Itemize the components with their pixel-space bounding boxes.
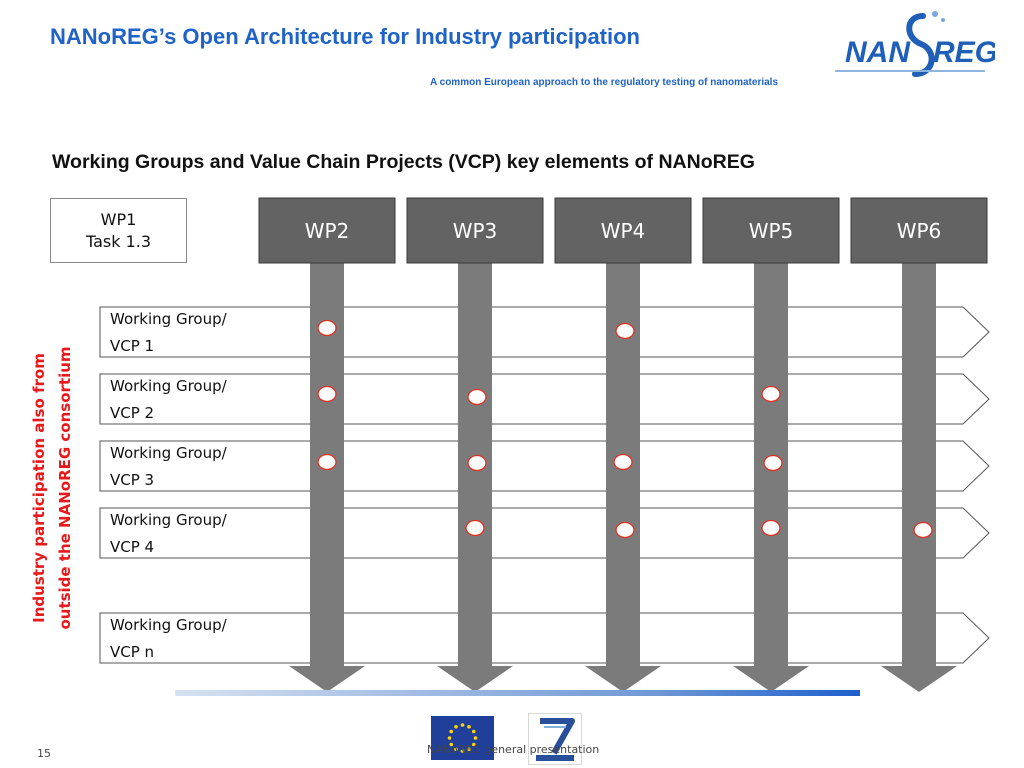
eu-star-icon: [467, 724, 471, 729]
participation-marker-vcp-2-wp2: [317, 385, 337, 403]
wp-box-wp2: [258, 197, 396, 264]
participation-marker-vcp-3-wp2: [317, 453, 337, 471]
working-group-label-2: Working Group/VCP 2: [110, 373, 227, 427]
wp1-label: WP1: [100, 209, 137, 229]
wp-box-wp6: [850, 197, 988, 264]
logo-underline: [835, 70, 985, 72]
eu-star-icon: [454, 724, 458, 729]
eu-flag-icon: [431, 716, 494, 760]
working-group-label-4: Working Group/VCP 4: [110, 507, 227, 561]
working-group-vcp-name: VCP 3: [110, 471, 155, 489]
working-group-title: Working Group/: [110, 444, 227, 462]
working-group-title: Working Group/: [110, 616, 227, 634]
page-subtitle: A common European approach to the regula…: [430, 77, 779, 88]
wp-arrow-wp3: [437, 262, 513, 692]
wp1-box: WP1 Task 1.3: [50, 198, 187, 263]
wp-box-wp3: [406, 197, 544, 264]
footer-presentation-label: NANoREG general presentation: [427, 743, 600, 756]
fp7-logo-icon: [528, 713, 582, 765]
working-group-label-1: Working Group/VCP 1: [110, 306, 227, 360]
eu-star-icon: [447, 736, 452, 740]
working-group-title: Working Group/: [110, 511, 227, 529]
wp-label-wp5: WP5: [749, 219, 794, 243]
participation-marker-vcp-1-wp4: [615, 322, 635, 340]
industry-participation-line-1: Industry participation also from: [30, 353, 48, 623]
working-group-box-1: [99, 306, 990, 358]
working-group-title: Working Group/: [110, 377, 227, 395]
participation-marker-vcp-2-wp5: [761, 385, 781, 403]
working-group-box-4: [99, 507, 990, 559]
participation-marker-vcp-3-wp3: [467, 454, 487, 472]
eu-star-icon: [467, 747, 471, 752]
wp-arrow-wp6: [881, 262, 957, 692]
wp-arrow-wp5: [733, 262, 809, 692]
wp1-task-label: Task 1.3: [85, 231, 152, 251]
working-group-label-3: Working Group/VCP 3: [110, 440, 227, 494]
working-group-vcp-name: VCP n: [110, 643, 155, 661]
svg-text:REG: REG: [933, 36, 995, 69]
wp-arrow-wp4: [585, 262, 661, 692]
eu-star-icon: [460, 723, 465, 727]
working-group-vcp-name: VCP 2: [110, 404, 155, 422]
wp-label-wp4: WP4: [601, 219, 646, 243]
nanoreg-logo: NAN REG: [845, 11, 995, 77]
eu-star-icon: [460, 749, 465, 753]
participation-marker-vcp-1-wp2: [317, 319, 337, 337]
page-title: NANoREG’s Open Architecture for Industry…: [50, 24, 640, 49]
industry-participation-label: Industry participation also from outside…: [26, 328, 78, 648]
working-group-vcp-name: VCP 4: [110, 538, 155, 556]
eu-star-icon: [454, 747, 458, 752]
participation-marker-vcp-4-wp3: [465, 519, 485, 537]
participation-marker-vcp-4-wp6: [913, 521, 933, 539]
working-group-label-5: Working Group/VCP n: [110, 612, 227, 666]
participation-marker-vcp-2-wp3: [467, 388, 487, 406]
svg-text:NAN: NAN: [845, 36, 911, 69]
participation-marker-vcp-4-wp4: [615, 521, 635, 539]
page-number: 15: [37, 747, 51, 760]
working-group-box-3: [99, 440, 990, 492]
eu-star-icon: [449, 729, 454, 734]
participation-marker-vcp-4-wp5: [761, 519, 781, 537]
eu-star-icon: [471, 729, 476, 734]
eu-star-icon: [471, 742, 476, 747]
wp-box-wp5: [702, 197, 840, 264]
footer-gradient-bar: [175, 690, 860, 696]
wp-box-wp4: [554, 197, 692, 264]
wp-label-wp6: WP6: [897, 219, 942, 243]
eu-star-icon: [473, 736, 478, 740]
working-group-box-5: [99, 612, 990, 664]
participation-marker-vcp-3-wp4: [613, 453, 633, 471]
industry-participation-line-2: outside the NANoREG consortium: [56, 346, 74, 630]
eu-star-icon: [449, 742, 454, 747]
wp-label-wp2: WP2: [305, 219, 350, 243]
working-group-box-2: [99, 373, 990, 425]
wp-label-wp3: WP3: [453, 219, 498, 243]
participation-marker-vcp-3-wp5: [763, 454, 783, 472]
diagram-heading: Working Groups and Value Chain Projects …: [52, 151, 755, 173]
working-group-vcp-name: VCP 1: [110, 337, 155, 355]
wp-arrow-wp2: [289, 262, 365, 692]
working-group-title: Working Group/: [110, 310, 227, 328]
